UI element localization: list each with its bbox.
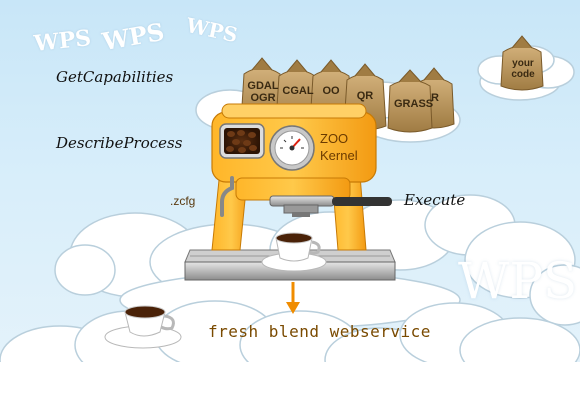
- describe-process-label: DescribeProcess: [56, 134, 183, 152]
- bag-label-ogr: OGR: [250, 92, 276, 104]
- zcfg-label: .zcfg: [170, 194, 196, 208]
- bag-label-oo: OO: [322, 85, 340, 97]
- coffee-cup-center: [261, 232, 327, 272]
- bag-label-your-code: your code: [505, 58, 541, 80]
- cloud-bottom: [0, 300, 580, 400]
- bag-label-gdal-ogr: GDAL OGR: [247, 80, 279, 104]
- bag-label-qr: QR: [356, 90, 374, 102]
- bag-label-your: your: [512, 58, 534, 69]
- kernel-label: Kernel: [320, 148, 358, 163]
- zoo-label: ZOO: [320, 131, 349, 146]
- get-capabilities-label: GetCapabilities: [56, 68, 174, 86]
- coffee-cup-left: [104, 305, 182, 349]
- bag-label-cgal: CGAL: [282, 85, 314, 97]
- zoo-kernel-label: ZOO Kernel: [320, 130, 358, 164]
- bag-label-gdal: GDAL: [247, 80, 279, 92]
- execute-label: Execute: [404, 191, 466, 209]
- output-arrow: [286, 282, 300, 314]
- bag-label-code: code: [511, 69, 535, 80]
- fresh-blend-label: fresh blend webservice: [208, 322, 431, 341]
- bag-label-grass: GRASS: [394, 98, 434, 110]
- bag-label-r: R: [431, 92, 439, 104]
- espresso-machine: [184, 103, 396, 281]
- bag-your-code: [500, 35, 544, 91]
- wps-big-label: WPS: [458, 252, 578, 310]
- bag-grass: [387, 69, 433, 133]
